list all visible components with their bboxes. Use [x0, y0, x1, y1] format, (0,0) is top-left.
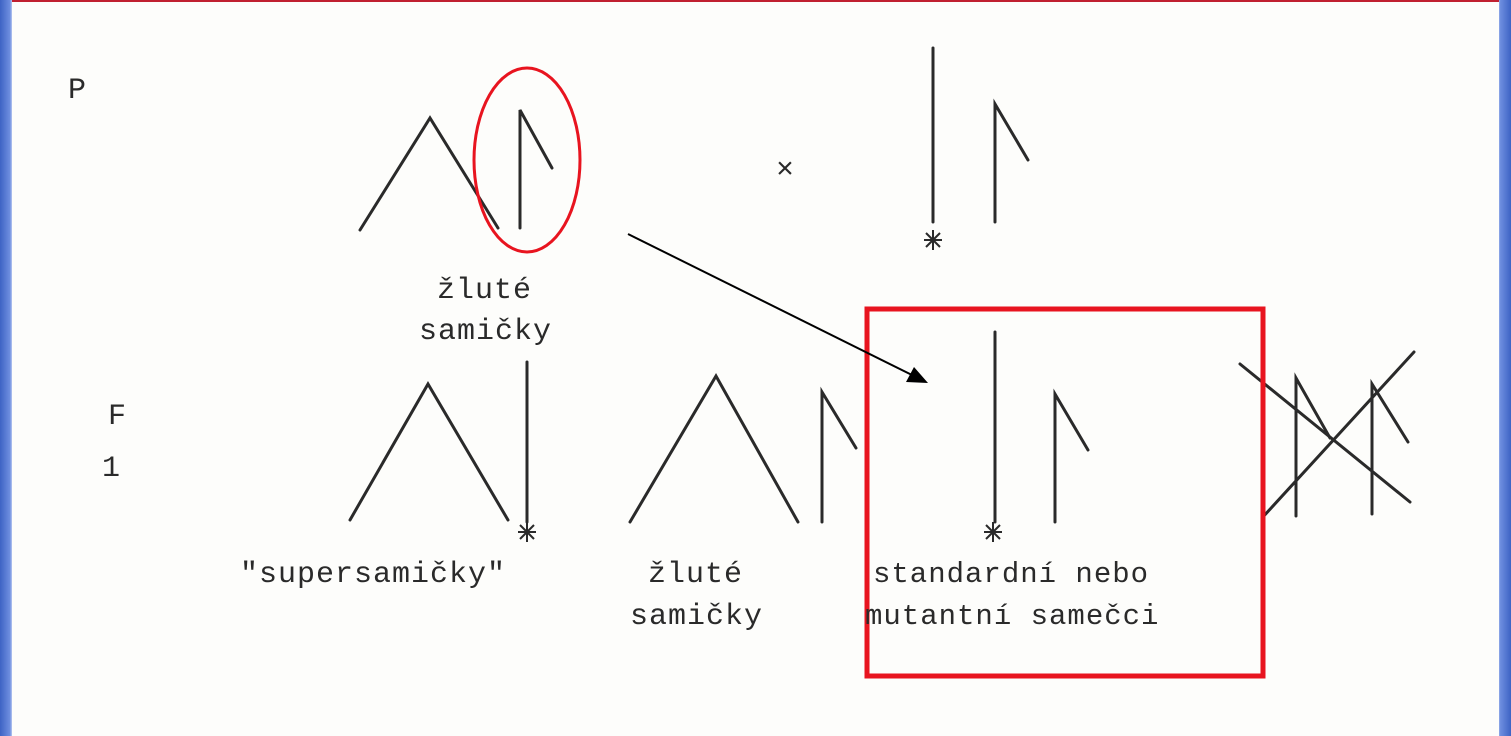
highlight-rectangle [864, 306, 1266, 679]
arrow-head-icon [906, 367, 928, 383]
p-male-hook-chromosome [993, 98, 1030, 224]
f1-group1-label: "supersamičky" [240, 558, 507, 592]
f1-group4-hook-chromosome-a [1294, 372, 1332, 518]
p-male-asterisk-icon [924, 230, 942, 250]
p-female-label-line1: žluté [437, 274, 533, 308]
generation-p-label: P [68, 74, 88, 108]
f1-group4-cross-stroke-b [1260, 350, 1416, 520]
p-female-attached-x-chromosome [358, 115, 500, 232]
p-female-label-line2: samičky [419, 315, 553, 349]
f1-group3-hook-chromosome [1053, 388, 1090, 524]
f1-group3-asterisk-icon [984, 522, 1002, 542]
cross-symbol: × [776, 154, 796, 188]
f1-group1-attached-x-chromosome [348, 381, 510, 522]
generation-f1-label: F 1 [70, 372, 128, 484]
generation-f1-index: 1 [102, 452, 122, 486]
f1-group2-label-line1: žluté [648, 558, 744, 592]
highlight-ellipse [472, 66, 582, 254]
f1-group2-hook-chromosome [820, 386, 858, 524]
f1-group3-label-line1: standardní nebo [873, 558, 1150, 591]
slide-page [12, 0, 1499, 736]
arrow-line [627, 233, 915, 377]
f1-group1-asterisk-icon [518, 522, 536, 542]
generation-f1-letter: F [108, 400, 128, 434]
asterisk-icon [518, 230, 1002, 542]
f1-group2-label-line2: samičky [630, 600, 764, 634]
f1-group2-attached-x-chromosome [628, 372, 800, 524]
f1-group3-label-line2: mutantní samečci [865, 600, 1160, 633]
f1-group4-cross-stroke-a [1238, 362, 1412, 504]
p-female-hook-chromosome [518, 109, 554, 230]
